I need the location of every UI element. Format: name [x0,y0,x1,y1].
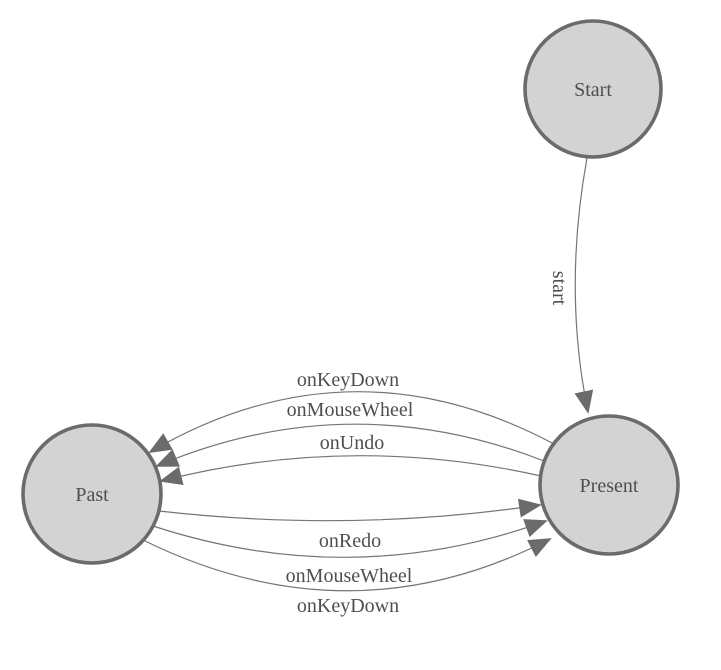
edge-past-present-onredo [158,498,542,522]
node-past-circle[interactable] [21,423,163,565]
edge-start [574,157,594,414]
edge-past-present-onmousewheel [152,519,548,558]
node-past-label: Past [75,484,109,506]
edge-label-onkeydown-top: onKeyDown [297,369,399,391]
node-present-label: Present [580,475,639,497]
edge-label-start: start [548,271,570,306]
nodes-layer: Start Present Past [21,19,680,565]
edge-label-onredo: onRedo [319,530,381,552]
node-present[interactable]: Present [538,414,680,556]
edge-label-onundo: onUndo [320,432,384,454]
edge-past-present-onkeydown [142,538,552,592]
edge-present-past-onundo [159,455,542,486]
edge-present-past-onkeydown [148,391,555,453]
edge-labels-layer: start onKeyDown onMouseWheel onUndo onRe… [286,271,570,617]
node-start-label: Start [574,79,612,101]
node-present-circle[interactable] [538,414,680,556]
node-start[interactable]: Start [523,19,663,159]
edge-label-onmousewheel-top: onMouseWheel [287,399,414,421]
edges-layer [142,157,594,592]
edge-label-onkeydown-bottom: onKeyDown [297,595,399,617]
edge-present-past-onmousewheel [155,423,545,467]
node-start-circle[interactable] [523,19,663,159]
node-past[interactable]: Past [21,423,163,565]
edge-label-onmousewheel-bottom: onMouseWheel [286,565,413,587]
